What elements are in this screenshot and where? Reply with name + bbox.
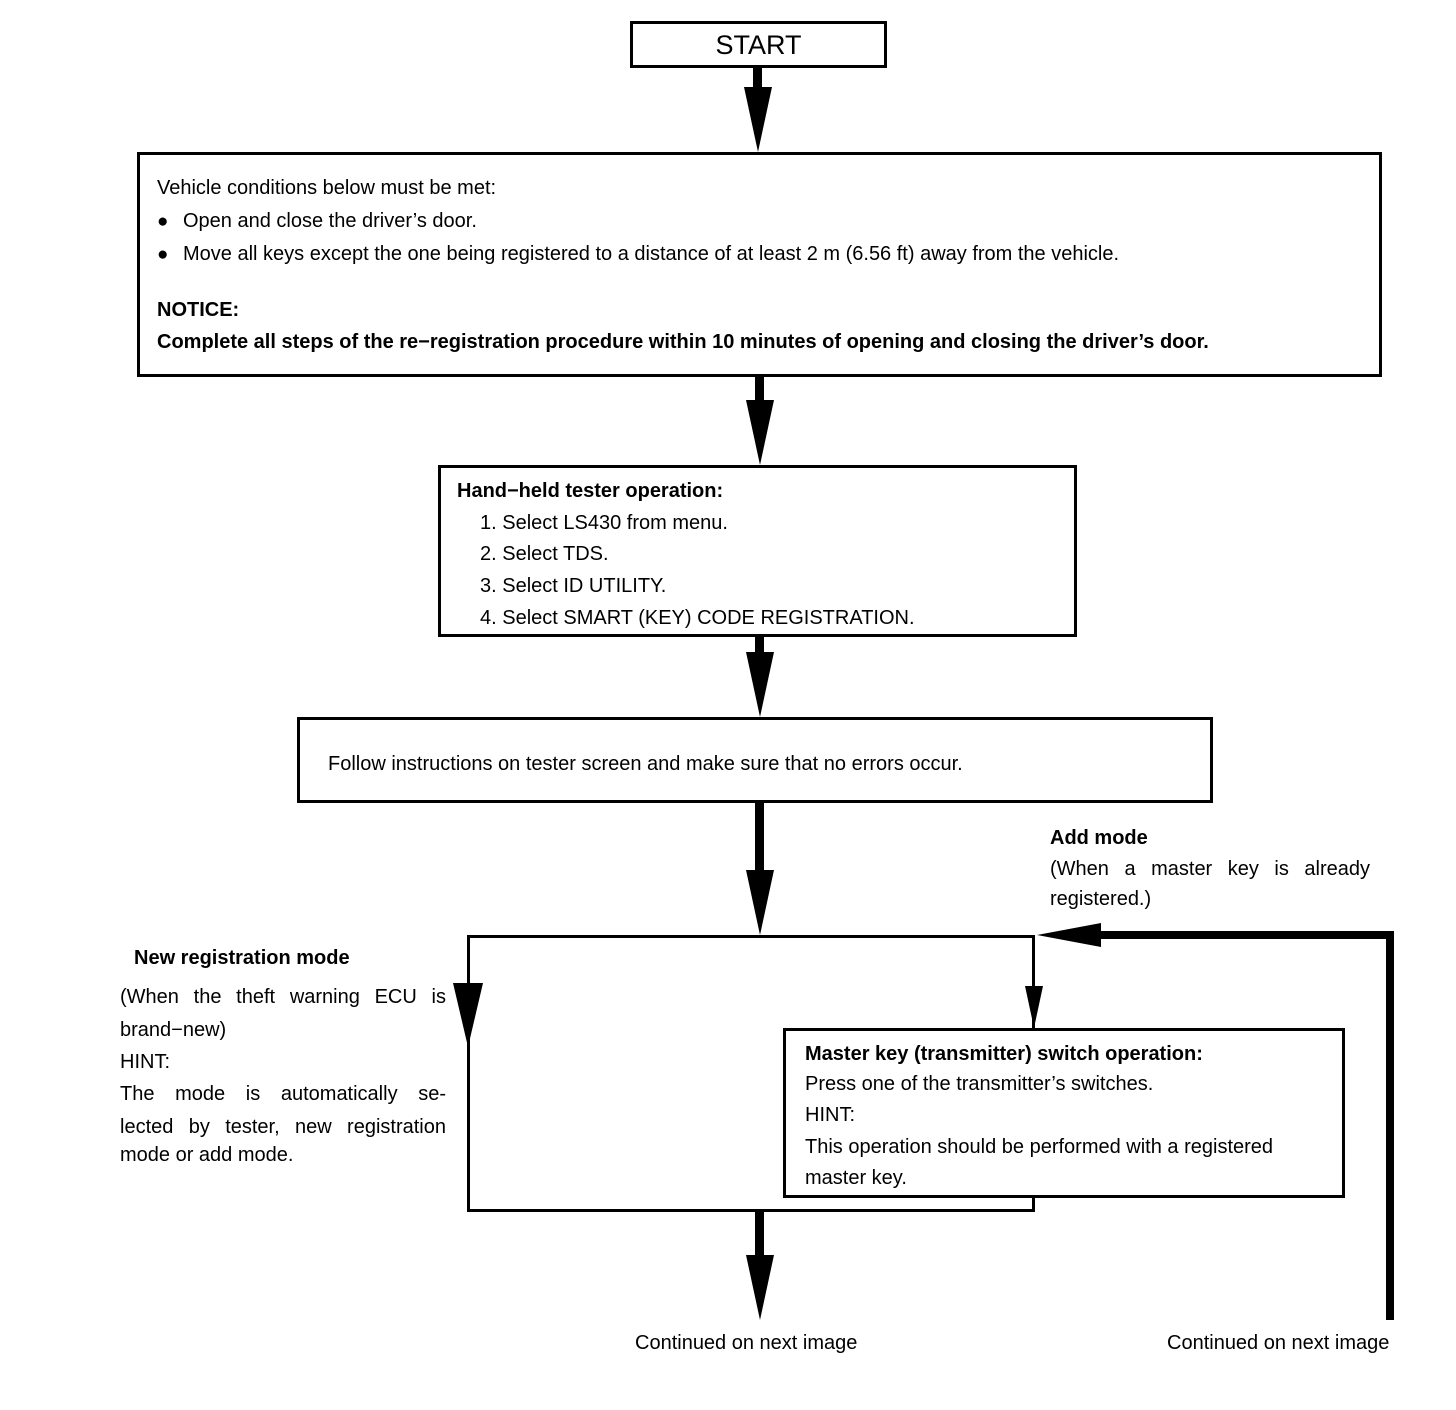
- arrow-shaft: [755, 377, 764, 402]
- master-key-line: HINT:: [805, 1104, 855, 1126]
- new-registration-title: New registration mode: [134, 947, 350, 969]
- bullet-icon: ●: [157, 244, 169, 265]
- vehicle-conditions-box: Vehicle conditions below must be met: ● O…: [137, 152, 1382, 377]
- vehicle-conditions-bullet: ● Open and close the driver’s door.: [157, 209, 477, 233]
- master-key-line: Press one of the transmitter’s switches.: [805, 1073, 1154, 1095]
- continued-next-image-left: Continued on next image: [635, 1332, 858, 1354]
- return-path-hline: [1098, 931, 1394, 939]
- arrow-shaft: [755, 803, 764, 872]
- arrowhead-down-icon: [746, 400, 774, 465]
- new-registration-line: (When the theft warning ECU is: [120, 986, 446, 1008]
- vehicle-conditions-bullet: ● Move all keys except the one being regi…: [157, 242, 1119, 266]
- add-mode-line: registered.): [1050, 888, 1152, 910]
- bullet-text: Open and close the driver’s door.: [183, 210, 477, 232]
- tester-operation-title: Hand−held tester operation:: [457, 480, 724, 502]
- new-registration-label: New registration mode (When the theft wa…: [120, 944, 446, 1174]
- tester-step: 2. Select TDS.: [480, 543, 609, 565]
- bullet-icon: ●: [157, 211, 169, 232]
- tester-step: 1. Select LS430 from menu.: [480, 512, 728, 534]
- add-mode-label: Add mode (When a master key is already r…: [1050, 826, 1370, 922]
- master-key-line: This operation should be performed with …: [805, 1136, 1274, 1158]
- return-path-vline: [1386, 931, 1394, 1320]
- arrow-shaft: [755, 637, 764, 654]
- new-registration-line: The mode is automatically se-: [120, 1083, 446, 1105]
- follow-instructions-box: Follow instructions on tester screen and…: [297, 717, 1213, 803]
- arrowhead-down-icon: [746, 1255, 774, 1320]
- add-mode-title: Add mode: [1050, 827, 1148, 849]
- arrowhead-down-icon: [746, 870, 774, 935]
- continued-next-image-right: Continued on next image: [1167, 1332, 1390, 1354]
- tester-step: 3. Select ID UTILITY.: [480, 575, 667, 597]
- new-registration-line: HINT:: [120, 1051, 170, 1073]
- master-key-line: master key.: [805, 1167, 907, 1189]
- follow-instructions-text: Follow instructions on tester screen and…: [328, 753, 963, 775]
- arrow-shaft: [753, 68, 762, 90]
- master-key-box: Master key (transmitter) switch operatio…: [783, 1028, 1345, 1198]
- arrow-shaft: [755, 1212, 764, 1257]
- start-node: START: [630, 21, 887, 68]
- notice-label: NOTICE:: [157, 299, 240, 321]
- start-label: START: [715, 30, 802, 60]
- new-registration-line: lected by tester, new registration: [120, 1116, 446, 1138]
- tester-step: 4. Select SMART (KEY) CODE REGISTRATION.: [480, 607, 915, 629]
- tester-operation-box: Hand−held tester operation: 1. Select LS…: [438, 465, 1077, 637]
- arrowhead-left-icon: [1037, 923, 1101, 947]
- bullet-text: Move all keys except the one being regis…: [183, 243, 1120, 265]
- add-mode-line: (When a master key is already: [1050, 858, 1370, 880]
- arrowhead-down-icon: [744, 87, 772, 152]
- master-key-title: Master key (transmitter) switch operatio…: [805, 1043, 1203, 1065]
- new-registration-line: mode or add mode.: [120, 1144, 294, 1166]
- arrowhead-down-icon: [746, 652, 774, 717]
- vehicle-conditions-intro: Vehicle conditions below must be met:: [157, 177, 497, 199]
- new-registration-line: brand−new): [120, 1019, 227, 1041]
- notice-text: Complete all steps of the re−registratio…: [157, 331, 1209, 353]
